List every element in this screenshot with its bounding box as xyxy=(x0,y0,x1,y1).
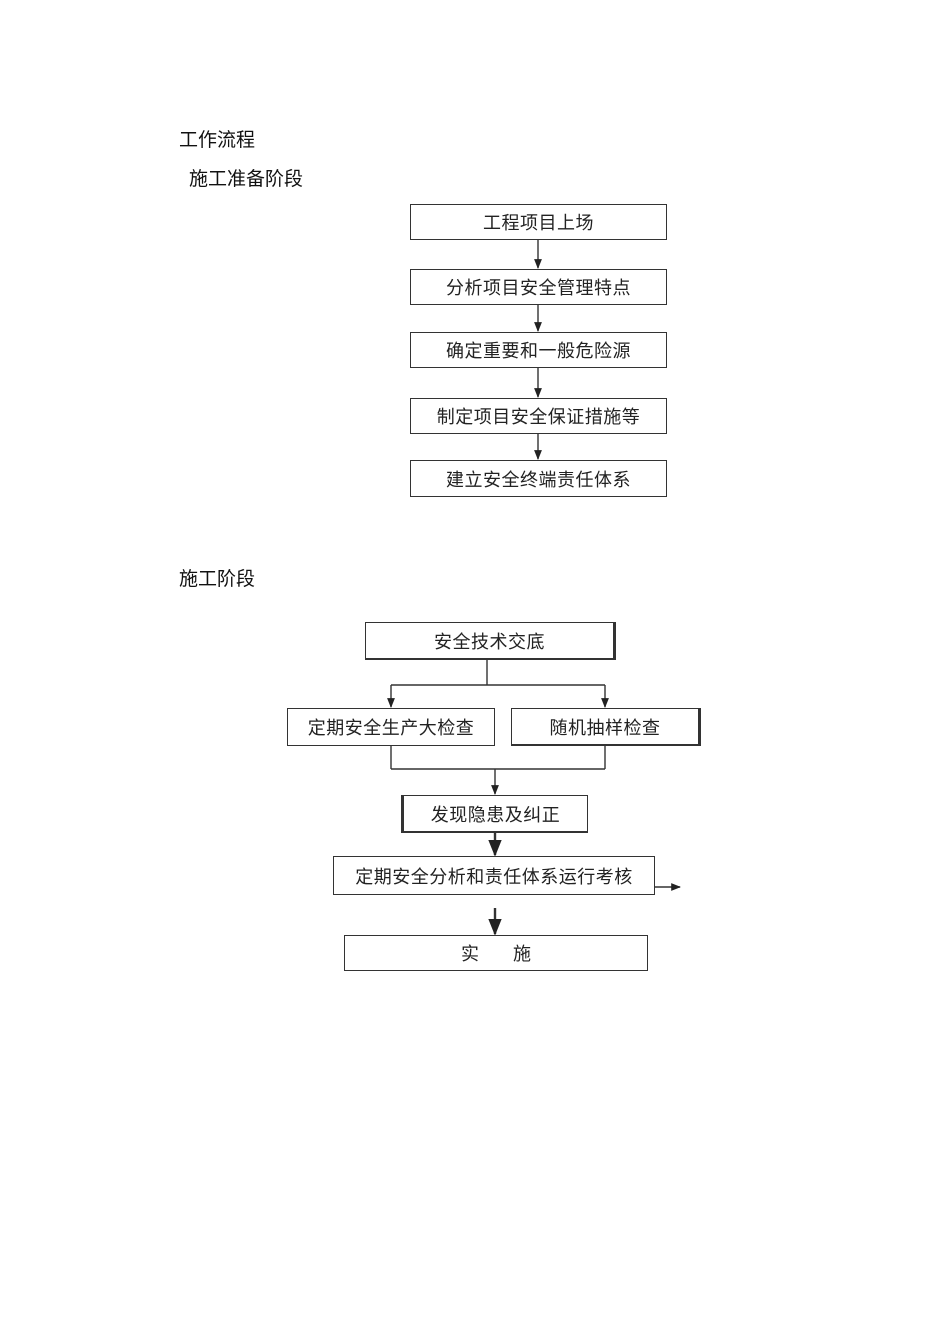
end-box-label-right: 施 xyxy=(513,944,531,965)
prep-step-1: 工程项目上场 xyxy=(410,204,667,240)
construction-merge-box: 发现隐患及纠正 xyxy=(401,795,588,833)
section-heading-prep: 施工准备阶段 xyxy=(189,168,304,190)
construction-end-box: 实 施 xyxy=(344,935,648,971)
construction-review-box: 定期安全分析和责任体系运行考核 xyxy=(333,856,655,895)
end-box-label-left: 实 xyxy=(461,944,479,965)
prep-step-4: 制定项目安全保证措施等 xyxy=(410,398,667,434)
construction-start-box: 安全技术交底 xyxy=(365,622,616,660)
construction-branch-left-box: 定期安全生产大检查 xyxy=(287,708,495,746)
prep-step-3: 确定重要和一般危险源 xyxy=(410,332,667,368)
construction-branch-right-box: 随机抽样检查 xyxy=(511,708,701,746)
page-title: 工作流程 xyxy=(179,129,256,151)
prep-step-2: 分析项目安全管理特点 xyxy=(410,269,667,305)
section-heading-construction: 施工阶段 xyxy=(179,568,256,590)
prep-step-5: 建立安全终端责任体系 xyxy=(410,460,667,497)
